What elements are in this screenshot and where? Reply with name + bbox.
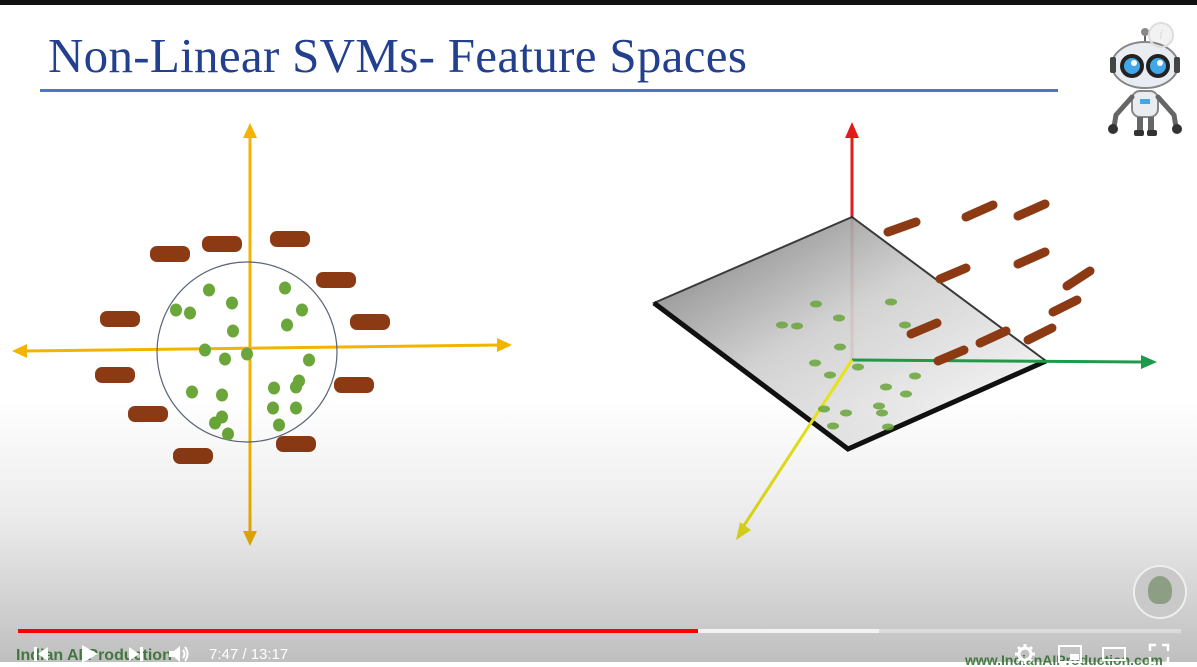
- y-axis-3d: [741, 359, 854, 528]
- top-border: [0, 0, 1197, 5]
- previous-button[interactable]: [28, 641, 54, 667]
- feature-space-3d: [652, 122, 1157, 540]
- progress-played: [18, 629, 699, 633]
- slide-content: Non-Linear SVMs- Feature Spaces: [0, 5, 1197, 667]
- feature-space-diagram: [12, 122, 1157, 546]
- x-axis-3d-arrow: [1141, 355, 1157, 369]
- class-points-brick: [95, 231, 390, 464]
- volume-icon: [169, 646, 189, 662]
- fullscreen-icon: [1148, 643, 1170, 665]
- play-button[interactable]: [74, 641, 104, 667]
- plane-edge: [652, 301, 1048, 452]
- slide-title: Non-Linear SVMs- Feature Spaces: [48, 28, 748, 83]
- channel-logo-icon[interactable]: [1133, 565, 1187, 619]
- y-axis-arrow-up: [243, 123, 257, 138]
- skip-previous-icon: [34, 647, 48, 661]
- theater-mode-button[interactable]: [1099, 641, 1129, 667]
- lifted-points-green: [776, 298, 921, 431]
- skip-next-icon: [129, 647, 143, 661]
- x-axis-3d: [851, 358, 1143, 364]
- settings-button[interactable]: [1012, 641, 1038, 667]
- x-axis-arrow-right: [497, 338, 512, 352]
- y-axis-3d-arrow: [736, 522, 751, 540]
- play-icon: [82, 645, 98, 663]
- x-axis-2d: [23, 343, 501, 353]
- z-axis-arrow: [845, 122, 859, 138]
- input-space-2d: [12, 123, 512, 546]
- lifted-points-brick: [883, 199, 1095, 366]
- next-button[interactable]: [123, 641, 149, 667]
- watermark-right: www.IndianAIProduction.com: [965, 652, 1163, 667]
- info-icon[interactable]: i: [1148, 22, 1174, 48]
- miniplayer-button[interactable]: [1055, 641, 1085, 667]
- fullscreen-button[interactable]: [1145, 641, 1173, 667]
- time-display: 7:47 / 13:17: [209, 646, 289, 663]
- volume-button[interactable]: [165, 641, 193, 667]
- robot-mascot-icon: [1108, 28, 1182, 136]
- title-underline: [40, 89, 1058, 92]
- decision-circle: [156, 261, 338, 443]
- x-axis-arrow-left: [12, 344, 27, 358]
- gear-icon: [1015, 644, 1035, 664]
- theater-mode-icon: [1102, 647, 1126, 661]
- miniplayer-icon: [1058, 645, 1082, 663]
- class-points-green: [170, 281, 315, 441]
- y-axis-arrow-down: [243, 531, 257, 546]
